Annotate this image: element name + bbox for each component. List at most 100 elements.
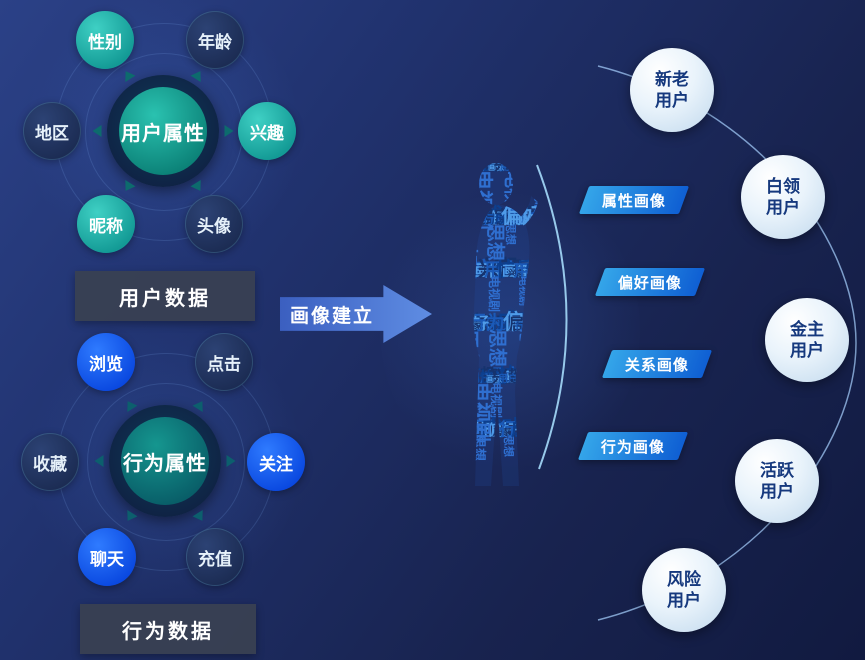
badge-label: 偏好画像	[617, 274, 682, 292]
svg-text:成功: 成功	[451, 426, 469, 437]
svg-text:居家: 居家	[461, 318, 484, 332]
direction-arrow-icon	[224, 125, 234, 137]
svg-text:快乐: 快乐	[452, 155, 484, 174]
svg-text:兴趣: 兴趣	[508, 268, 525, 278]
node-label: 地区	[35, 123, 69, 143]
svg-text:居家: 居家	[463, 424, 486, 438]
node-chat: 聊天	[78, 528, 136, 586]
svg-text:画像: 画像	[458, 160, 479, 173]
svg-text:行为: 行为	[482, 212, 505, 226]
svg-text:电视剧: 电视剧	[517, 276, 530, 306]
node-age: 年龄	[186, 11, 244, 69]
node-interest: 兴趣	[238, 102, 296, 160]
hub-center-circle: 用户属性	[119, 87, 207, 175]
svg-text:居家: 居家	[447, 205, 486, 228]
svg-text:思想: 思想	[486, 329, 509, 367]
node-browse: 浏览	[77, 333, 135, 391]
segment-risk-users: 风险 用户	[642, 548, 726, 632]
svg-text:电视剧: 电视剧	[441, 170, 466, 236]
svg-text:用户: 用户	[454, 257, 494, 281]
svg-text:思想: 思想	[502, 435, 516, 457]
svg-text:行为: 行为	[500, 207, 535, 227]
svg-text:行为: 行为	[466, 311, 505, 334]
svg-text:电视剧: 电视剧	[487, 276, 502, 312]
portrait-build-arrow: 画像建立	[280, 285, 432, 343]
svg-text:兴趣: 兴趣	[478, 256, 522, 281]
svg-text:居家: 居家	[479, 313, 513, 333]
behavior-attributes-center: 行为属性	[109, 405, 221, 517]
segment-line: 用户	[790, 341, 824, 360]
user-attributes-center: 用户属性	[107, 75, 219, 187]
segment-line: 风险	[667, 569, 701, 589]
svg-text:居家: 居家	[495, 214, 514, 225]
data-rect-label: 行为数据	[122, 620, 214, 643]
svg-text:用户: 用户	[484, 259, 520, 280]
svg-text:偏好: 偏好	[457, 419, 491, 439]
svg-text:成功: 成功	[481, 416, 523, 440]
direction-arrow-icon	[226, 455, 236, 467]
svg-text:行为: 行为	[484, 318, 507, 332]
svg-text:电视剧: 电视剧	[469, 382, 492, 442]
badge-label: 行为画像	[600, 438, 665, 456]
svg-text:思想: 思想	[472, 435, 487, 461]
orbit-ring	[87, 383, 245, 541]
user-silhouette-wordcloud: 电视剧成功画像居家用户思想快乐偏好兴趣行为电视剧成功画像居家用户思想快乐偏好兴趣…	[441, 157, 538, 486]
segment-line: 金主	[790, 319, 824, 339]
data-rect-label: 用户数据	[119, 287, 211, 310]
silhouette-arc	[536, 164, 568, 470]
svg-text:兴趣: 兴趣	[464, 154, 501, 174]
svg-text:用户: 用户	[497, 372, 518, 385]
svg-text:思想: 思想	[484, 223, 507, 261]
node-label: 兴趣	[250, 123, 284, 143]
node-follow: 关注	[247, 433, 305, 491]
svg-text:用户: 用户	[452, 151, 492, 175]
svg-text:电视剧: 电视剧	[455, 170, 471, 212]
svg-text:电视剧: 电视剧	[489, 382, 504, 418]
segment-line: 白领	[766, 176, 800, 196]
svg-text:行为: 行为	[452, 211, 479, 226]
segment-new-old-users: 新老 用户	[630, 48, 714, 132]
svg-text:快乐: 快乐	[466, 268, 482, 278]
segment-line: 用户	[655, 91, 689, 110]
node-label: 收藏	[33, 454, 67, 474]
node-label: 浏览	[89, 354, 123, 374]
node-click: 点击	[195, 333, 253, 391]
svg-text:画像: 画像	[472, 261, 505, 280]
node-label: 年龄	[198, 32, 232, 52]
segment-line: 新老	[655, 69, 689, 89]
badge-preference-portrait: 偏好画像	[594, 268, 706, 296]
svg-text:成功: 成功	[449, 320, 467, 331]
hub-center-label: 行为属性	[123, 452, 207, 475]
node-label: 充值	[198, 549, 232, 569]
node-label: 头像	[197, 216, 231, 236]
svg-text:快乐: 快乐	[464, 162, 480, 172]
svg-text:居家: 居家	[449, 311, 488, 334]
node-nickname: 昵称	[77, 195, 135, 253]
svg-text:用户: 用户	[486, 365, 522, 386]
svg-text:思想: 思想	[456, 329, 479, 371]
svg-text:兴趣: 兴趣	[494, 155, 527, 174]
badge-label: 属性画像	[601, 192, 666, 210]
segment-line: 用户	[667, 591, 701, 610]
segments-arc	[597, 65, 857, 621]
svg-text:快乐: 快乐	[482, 157, 510, 173]
svg-text:成功: 成功	[495, 211, 521, 226]
badge-behavior-portrait: 行为画像	[577, 432, 689, 460]
node-recharge: 充值	[186, 528, 244, 586]
svg-text:思想: 思想	[454, 223, 479, 267]
segment-line: 用户	[766, 198, 800, 217]
node-label: 关注	[259, 454, 293, 474]
svg-text:偏好: 偏好	[489, 209, 519, 227]
segment-line: 用户	[760, 482, 794, 501]
badge-attribute-portrait: 属性画像	[578, 186, 690, 214]
arrow-label: 画像建立	[289, 305, 374, 327]
svg-text:快乐: 快乐	[450, 367, 482, 386]
node-favorite: 收藏	[21, 433, 79, 491]
badge-label: 关系画像	[624, 356, 689, 374]
svg-text:行为: 行为	[454, 317, 481, 332]
svg-text:思想: 思想	[504, 223, 518, 245]
svg-text:兴趣: 兴趣	[462, 366, 499, 386]
segment-line: 活跃	[760, 460, 794, 480]
behavior-data-label: 行为数据	[80, 604, 256, 654]
node-label: 性别	[88, 32, 122, 52]
